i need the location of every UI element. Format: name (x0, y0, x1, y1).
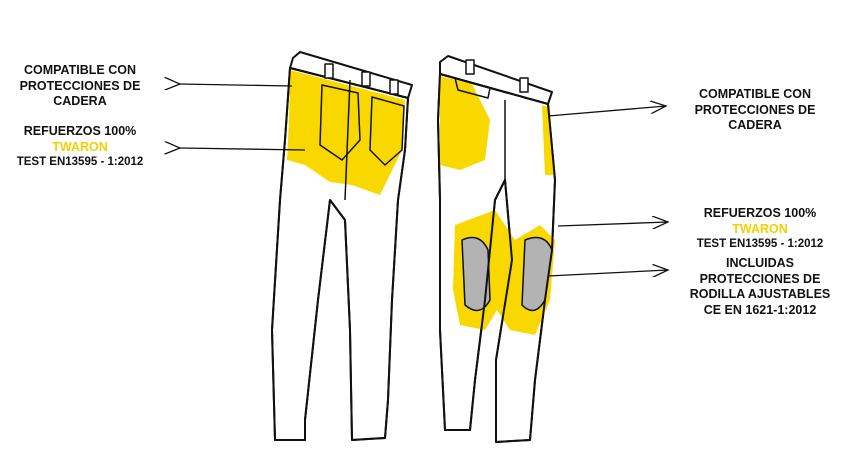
label-title: REFUERZOS 100% (23, 124, 137, 138)
left-reinforcement-label: REFUERZOS 100% TWARON TEST EN13595 - 1:2… (5, 124, 155, 171)
right-hip-label: COMPATIBLE CON PROTECCIONES DE CADERA (680, 87, 830, 134)
label-line: PROTECCIONES DE (694, 102, 816, 117)
label-line: PROTECCIONES DE (699, 271, 821, 286)
label-line: RODILLA AJUSTABLES (689, 287, 831, 301)
arrow-left-hip (180, 84, 293, 86)
label-title: REFUERZOS 100% (703, 206, 817, 220)
label-line: COMPATIBLE CON (698, 87, 812, 101)
arrow-left-reinforcement (180, 148, 306, 150)
left-hip-label: COMPATIBLE CON PROTECCIONES DE CADERA (5, 63, 155, 110)
pants-back-view (271, 51, 413, 441)
knee-protector-left (461, 236, 491, 312)
arrow-right-reinforcement (557, 222, 668, 226)
label-line: PROTECCIONES DE (19, 78, 141, 93)
label-line: CADERA (728, 118, 782, 132)
label-accent: TWARON (732, 221, 788, 236)
arrow-right-knee (547, 270, 668, 276)
arrow-right-hip (547, 106, 666, 117)
label-line: INCLUIDAS (725, 256, 795, 270)
label-line: CE EN 1621-1:2012 (703, 302, 817, 317)
pants-front-view (437, 55, 556, 443)
hip-reinforcement (440, 76, 490, 170)
right-knee-label: INCLUIDAS PROTECCIONES DE RODILLA AJUSTA… (675, 256, 845, 318)
label-test: TEST EN13595 - 1:2012 (696, 238, 824, 250)
right-reinforcement-label: REFUERZOS 100% TWARON TEST EN13595 - 1:2… (685, 206, 835, 253)
hip-reinforcement-side (542, 105, 554, 175)
hip-seat-reinforcement (287, 70, 405, 195)
label-test: TEST EN13595 - 1:2012 (16, 156, 144, 168)
label-accent: TWARON (52, 139, 108, 154)
label-line: CADERA (53, 94, 107, 108)
label-line: COMPATIBLE CON (23, 63, 137, 77)
